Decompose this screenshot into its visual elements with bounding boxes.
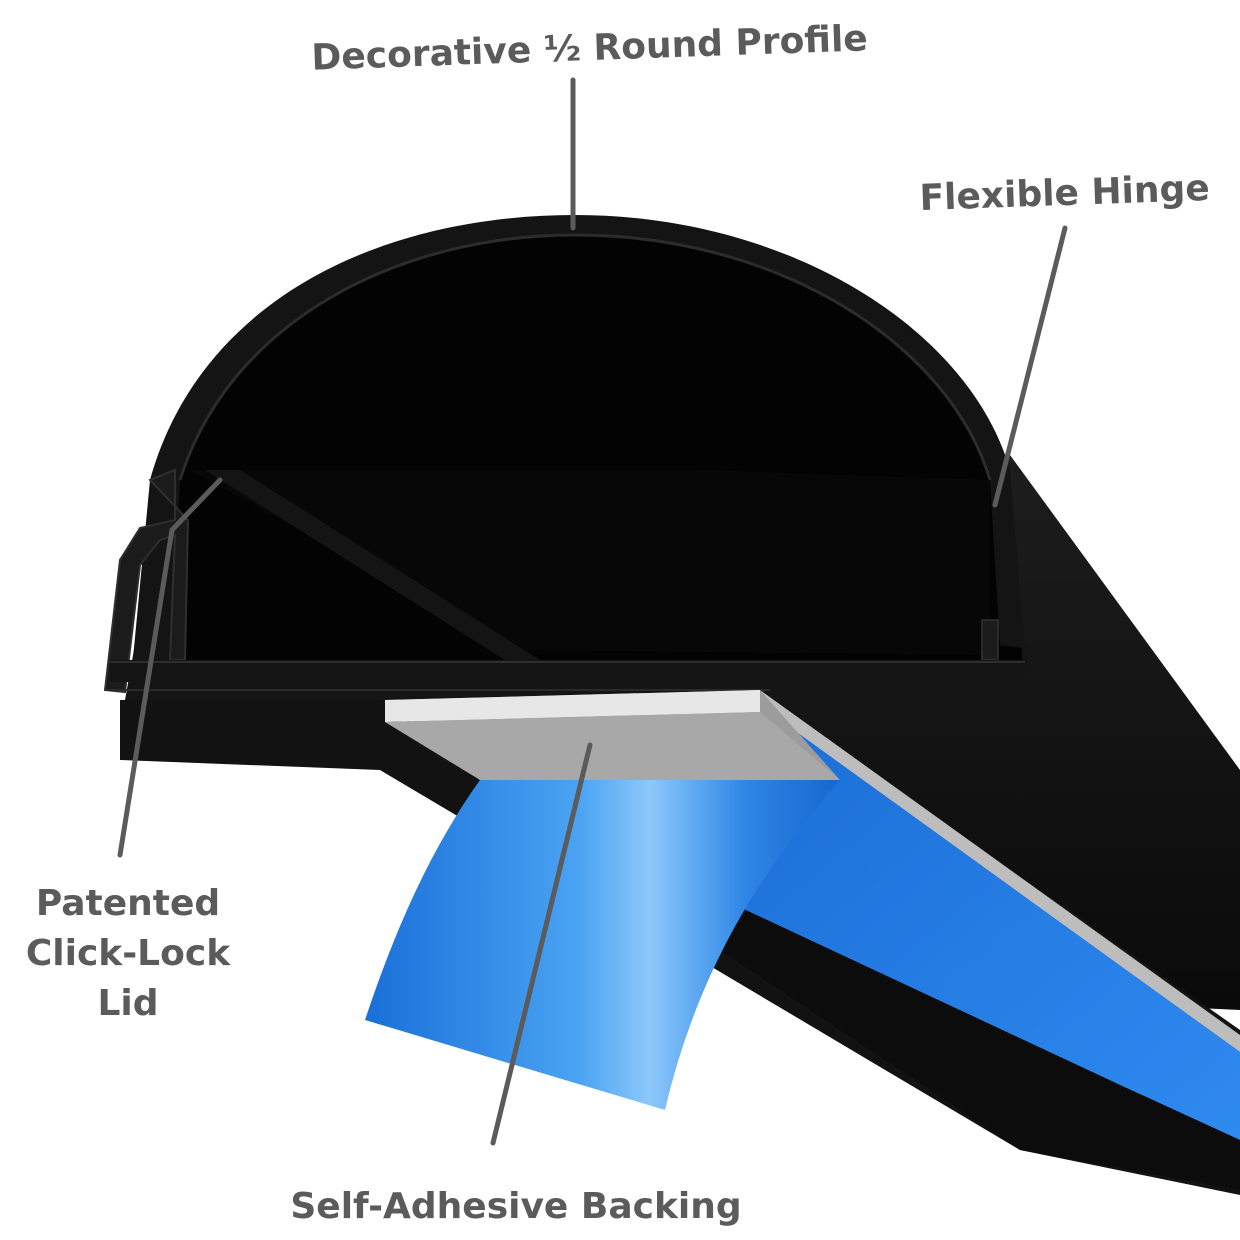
leader-lines [117, 77, 1068, 1146]
half-round-profile [103, 215, 1030, 694]
label-click-lock-lid-line1: Patented [36, 883, 220, 924]
adhesive-strip [385, 690, 840, 780]
label-click-lock-lid-line2: Click-Lock [26, 933, 231, 974]
peeled-backing-liner [365, 780, 840, 1110]
leader-line-hinge [992, 225, 1068, 508]
leader-line-lid-inner [169, 477, 223, 533]
label-decorative-profile: Decorative ½ Round Profile [311, 18, 869, 78]
leader-line-backing [490, 742, 593, 1146]
label-click-lock-lid-line3: Lid [97, 983, 158, 1024]
leader-line-lid [117, 527, 175, 858]
blue-liner-strip [735, 720, 1240, 1140]
label-flexible-hinge: Flexible Hinge [919, 168, 1211, 219]
label-self-adhesive-backing: Self-Adhesive Backing [290, 1186, 741, 1227]
